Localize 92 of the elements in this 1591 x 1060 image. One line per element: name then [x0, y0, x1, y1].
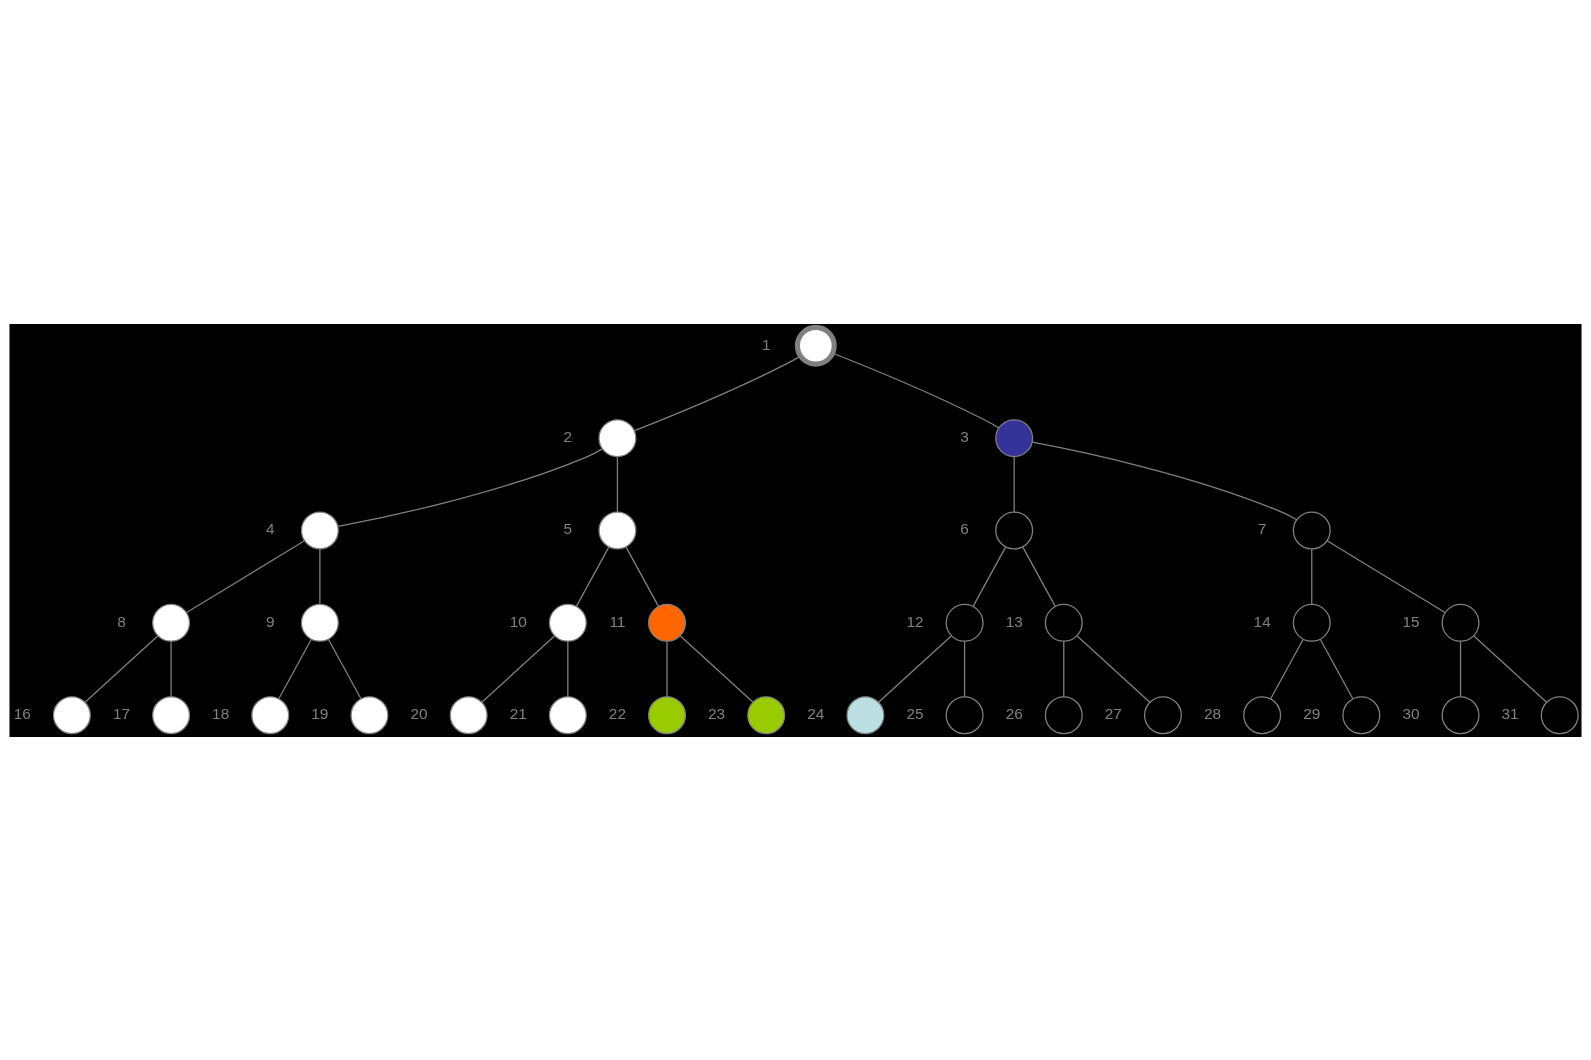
connector: [1459, 640, 1462, 697]
node-label: 29: [1303, 704, 1321, 722]
node-circle: [152, 695, 191, 734]
node-circle: [995, 511, 1034, 549]
connector: [1319, 638, 1354, 699]
connector: [170, 640, 172, 697]
connector: [1076, 634, 1151, 703]
node-label: 12: [906, 612, 924, 630]
node-circle: [548, 695, 587, 734]
node-circle: [1292, 603, 1331, 642]
connector: [616, 455, 619, 513]
connector: [1031, 441, 1298, 520]
node-label: 3: [960, 427, 969, 445]
node-circle: [1044, 695, 1083, 734]
node-label: 19: [311, 704, 329, 722]
node-label: 11: [609, 612, 626, 630]
connector: [481, 634, 556, 703]
node-circle: [1044, 603, 1083, 642]
node-label: 31: [1501, 704, 1519, 722]
node-label: 21: [509, 704, 527, 722]
node-label: 17: [112, 704, 131, 722]
node-label: 1: [761, 335, 771, 353]
node-circle: [945, 603, 984, 642]
node-label: 14: [1253, 612, 1271, 630]
node-circle: [794, 324, 837, 367]
node-circle: [548, 603, 587, 642]
node-label: 7: [1257, 519, 1267, 537]
connector: [963, 640, 966, 697]
connector: [633, 355, 802, 431]
connector: [1022, 546, 1056, 607]
node-label: 18: [212, 704, 230, 722]
connector: [877, 634, 952, 703]
connector: [84, 634, 159, 703]
node-label: 13: [1005, 612, 1023, 630]
connector: [832, 352, 1000, 428]
node-circle: [846, 695, 885, 734]
node-label: 20: [410, 704, 428, 722]
node-label: 26: [1005, 704, 1023, 722]
node-label: 22: [608, 704, 626, 722]
connector: [1311, 547, 1313, 605]
node-label: 6: [960, 519, 969, 537]
node-circle: [945, 695, 984, 734]
connector: [327, 638, 362, 699]
node-label: 2: [563, 427, 573, 445]
node-circle: [747, 695, 786, 734]
connector: [1270, 638, 1304, 699]
connector: [1326, 539, 1446, 613]
node-circle: [1540, 695, 1579, 734]
node-circle: [1143, 695, 1182, 734]
node-label: 9: [265, 612, 275, 630]
node-label: 8: [117, 612, 126, 630]
node-circle: [1441, 695, 1480, 734]
connector: [679, 634, 754, 703]
node-label: 30: [1402, 704, 1420, 722]
connector: [337, 447, 603, 527]
node-circle: [350, 695, 389, 734]
node-circle: [52, 695, 91, 734]
node-label: 4: [265, 519, 275, 537]
node-circle: [1342, 695, 1381, 734]
connector: [666, 640, 668, 697]
node-circle: [1292, 511, 1331, 549]
connector: [1063, 640, 1065, 697]
node-label: 24: [807, 704, 825, 722]
node-label: 27: [1104, 704, 1122, 722]
node-circle: [251, 695, 290, 734]
node-label: 16: [13, 704, 31, 722]
connector: [319, 547, 321, 605]
connector: [625, 546, 660, 607]
node-circle: [648, 603, 687, 642]
connector: [1473, 634, 1548, 703]
node-label: 23: [708, 704, 726, 722]
node-circle: [1243, 695, 1282, 734]
node-label: 28: [1204, 704, 1222, 722]
node-circle: [449, 695, 488, 734]
node-circle: [1441, 603, 1480, 642]
node-circle: [598, 418, 637, 457]
connector: [278, 638, 312, 699]
node-circle: [300, 603, 339, 642]
node-circle: [598, 511, 637, 549]
connector: [1013, 455, 1015, 513]
connector: [575, 546, 610, 607]
node-label: 10: [509, 612, 527, 630]
connector: [567, 640, 569, 697]
node-circle: [152, 603, 191, 642]
node-circle: [648, 695, 687, 734]
node-label: 5: [563, 519, 573, 537]
connector: [185, 539, 306, 613]
node-label: 15: [1402, 612, 1420, 630]
connector: [972, 546, 1007, 607]
node-circle: [300, 511, 339, 549]
node-label: 25: [906, 704, 924, 722]
node-circle: [995, 418, 1034, 457]
